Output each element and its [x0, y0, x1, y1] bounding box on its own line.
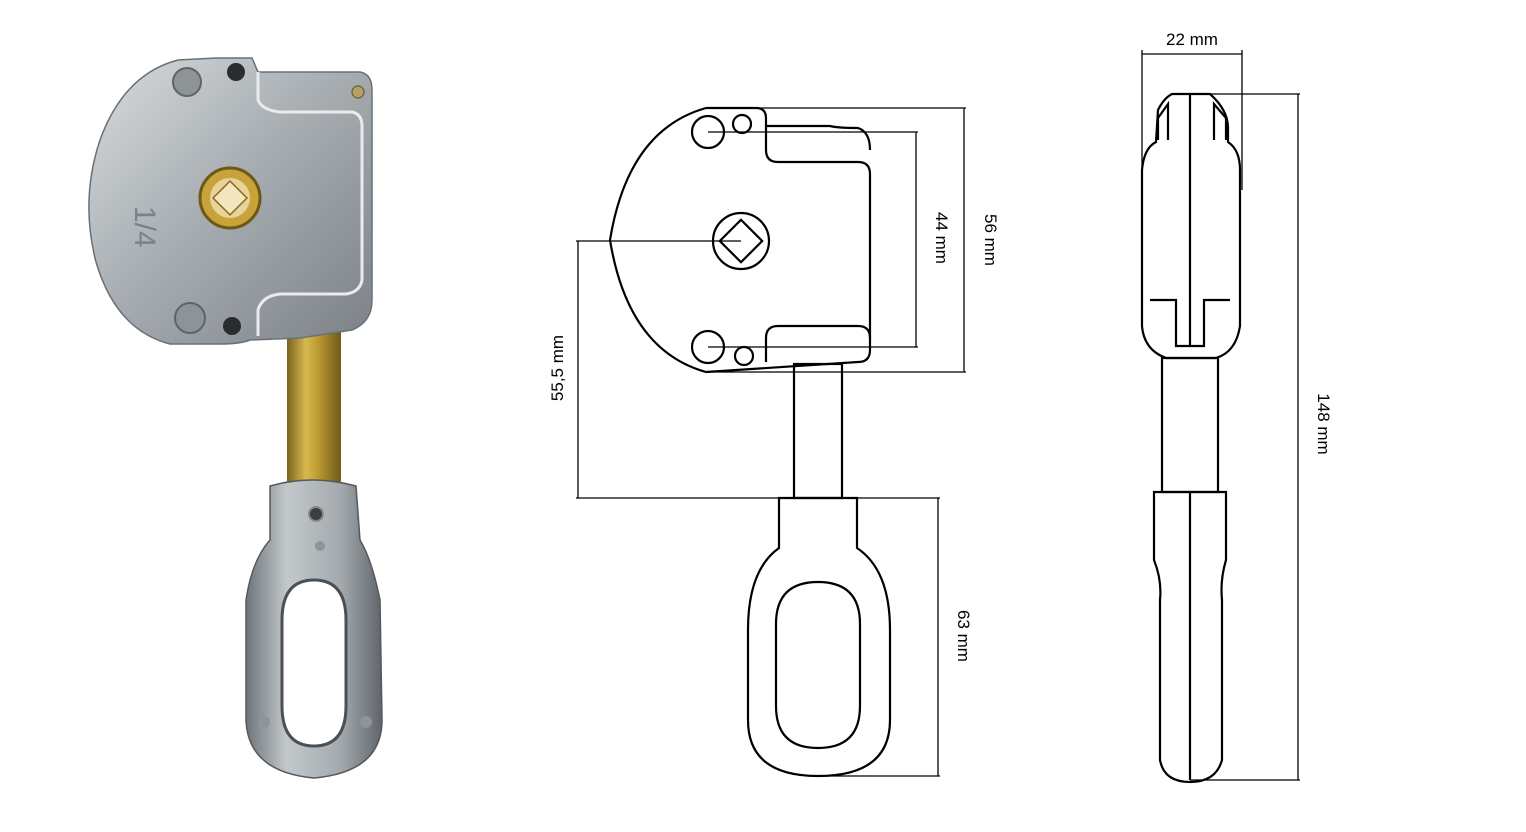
mount-hole-bottom-small	[223, 317, 241, 335]
side-shaft	[1160, 356, 1220, 494]
label-total-height: 148 mm	[1314, 393, 1333, 454]
housing-pin	[351, 85, 365, 99]
housing-rim	[256, 72, 364, 336]
side-handle	[1152, 490, 1228, 784]
side-view-drawing: 22 mm 148 mm	[1140, 30, 1333, 784]
label-hole-spacing: 44 mm	[932, 212, 951, 264]
square-drive-icon	[211, 179, 249, 217]
rivet-dot	[315, 541, 325, 551]
label-housing-height: 56 mm	[981, 214, 1000, 266]
side-slot	[1150, 298, 1230, 348]
mount-hole-top-large	[172, 67, 202, 97]
housing-outline	[608, 106, 872, 374]
label-width: 22 mm	[1166, 30, 1218, 49]
hole-top-small	[731, 113, 753, 135]
front-view-drawing: 56 mm 44 mm 55,5 mm 63 mm	[548, 106, 1000, 778]
eye-outline	[746, 496, 892, 778]
shaft-outline	[792, 362, 844, 500]
engraving-ratio: 1/4	[128, 206, 161, 248]
crank-eye-hole	[280, 578, 348, 748]
square-drive-diamond	[718, 218, 764, 264]
mount-hole-top-small	[227, 63, 245, 81]
brass-shaft	[287, 328, 341, 486]
set-screw	[308, 506, 324, 522]
label-axis-to-eye: 55,5 mm	[548, 335, 567, 401]
side-notch-right	[1212, 101, 1228, 140]
rivet-right	[360, 716, 372, 728]
product-photo: 1/4	[88, 57, 383, 779]
hole-bottom-small	[733, 345, 755, 367]
label-eye-length: 63 mm	[954, 610, 973, 662]
top-rail	[766, 124, 872, 151]
mount-hole-bottom-large	[174, 302, 206, 334]
side-notch-left	[1156, 100, 1170, 140]
eye-hole-outline	[774, 580, 862, 750]
rivet-left	[258, 716, 270, 728]
bottom-rail	[764, 324, 872, 362]
